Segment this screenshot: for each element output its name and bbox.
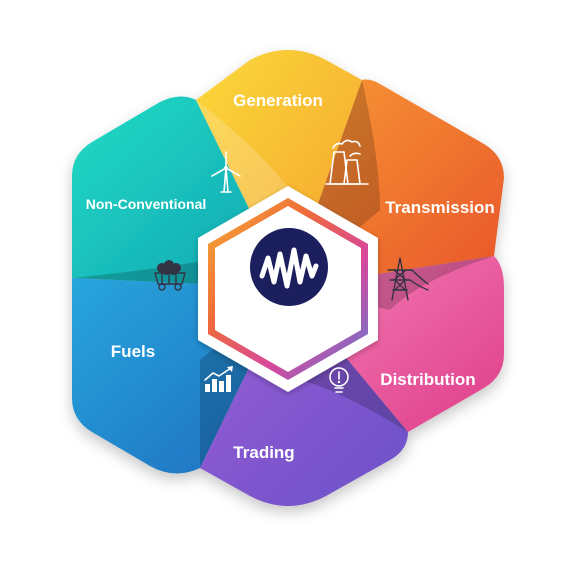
rising-chart-icon xyxy=(204,366,233,392)
wind-turbine-icon xyxy=(211,151,241,193)
label-fuels: Fuels xyxy=(111,342,155,361)
power-plant-icon xyxy=(325,139,369,185)
coal-cart-icon xyxy=(154,260,186,291)
label-transmission: Transmission xyxy=(385,198,495,217)
segment-generation xyxy=(196,50,362,288)
lightbulb-icon xyxy=(329,367,349,393)
label-distribution: Distribution xyxy=(380,370,475,389)
label-non-conventional: Non-Conventional xyxy=(86,196,207,212)
waveform-logo-icon xyxy=(250,228,328,306)
segment-trading xyxy=(200,288,408,506)
label-trading: Trading xyxy=(233,443,294,462)
transmission-tower-icon xyxy=(387,257,429,301)
label-generation: Generation xyxy=(233,91,323,110)
